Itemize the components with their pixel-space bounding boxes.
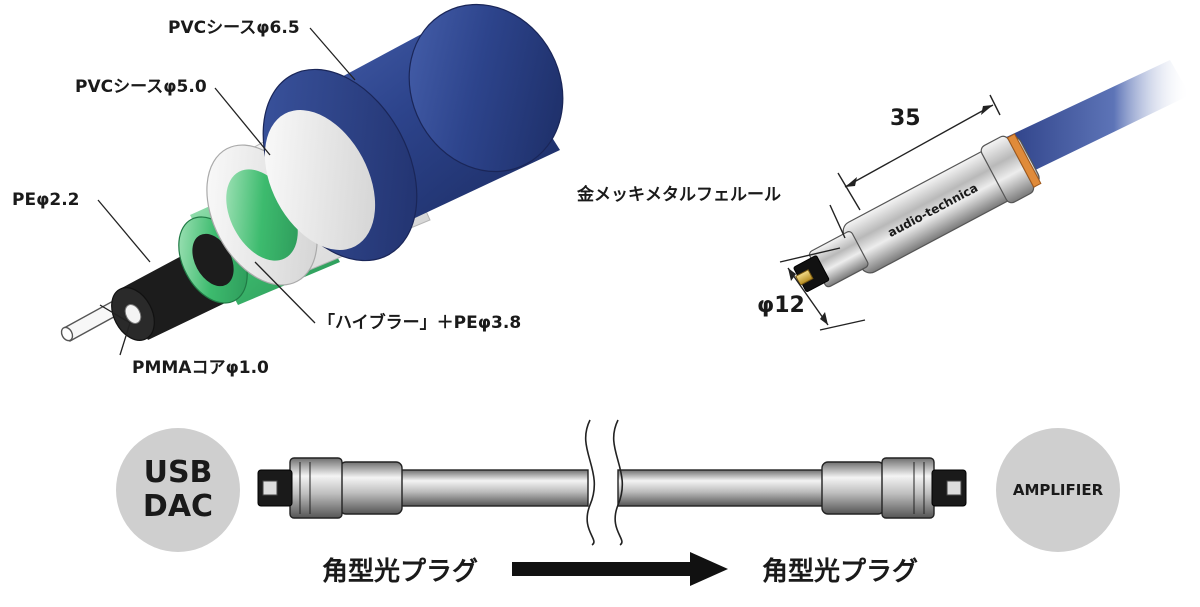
source-device-circle: USB DAC	[116, 428, 240, 552]
destination-label: AMPLIFIER	[1013, 481, 1104, 499]
dimension-diameter: φ12	[757, 293, 805, 318]
cable-cross-section	[60, 3, 564, 342]
leader-lines	[97, 27, 356, 356]
signal-direction-arrow	[512, 552, 728, 586]
right-square-plug	[821, 457, 967, 519]
connector-cable	[1000, 60, 1190, 175]
label-inner-sheath: PVCシースφ5.0	[75, 77, 207, 97]
left-square-plug	[257, 457, 403, 519]
label-core: PMMAコアφ1.0	[132, 358, 269, 378]
connector-body: audio-technica	[793, 133, 1042, 292]
straight-cable	[399, 419, 824, 546]
dimension-arrows	[788, 105, 993, 325]
dimension-length: 35	[890, 106, 921, 131]
plug-label-left: 角型光プラグ	[322, 556, 478, 587]
source-line-1: USB	[144, 455, 213, 490]
dimension-lines	[779, 94, 1001, 331]
label-outer-sheath: PVCシースφ6.5	[168, 18, 300, 38]
destination-device-circle: AMPLIFIER	[996, 428, 1120, 552]
plug-label-right: 角型光プラグ	[762, 556, 918, 587]
label-hybrid: 「ハイブラー」＋PEφ3.8	[318, 312, 521, 333]
outer-blue-sheath	[262, 3, 564, 262]
label-ferrule: 金メッキメタルフェルール	[576, 184, 781, 205]
source-line-2: DAC	[143, 489, 213, 524]
label-pe-inner: PEφ2.2	[12, 190, 80, 210]
